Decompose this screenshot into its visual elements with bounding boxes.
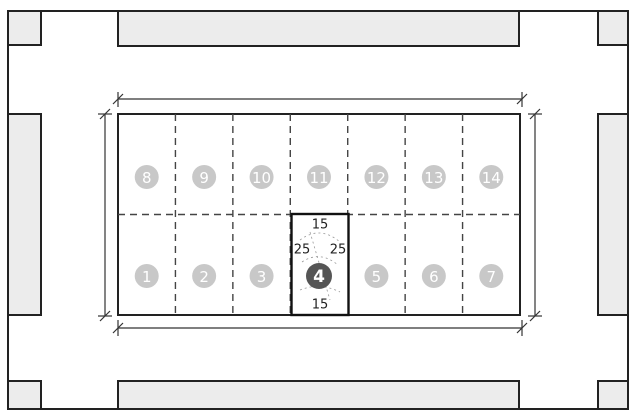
space-circle [364,165,389,189]
space-number: 9 [199,169,209,187]
corner-block-top-left [7,10,42,46]
top-dimension-line [112,92,528,107]
space-circle [479,165,504,189]
space-marker-6[interactable]: 6 [421,264,446,288]
space-circle [249,165,274,189]
corner-block-bottom-right [597,380,629,410]
measure-left: 25 [294,243,311,258]
space-circle [192,165,217,189]
space-number: 14 [482,169,501,187]
left-wall-block [7,113,42,316]
space-circle [306,263,332,289]
measure-top: 15 [312,218,329,233]
space-number: 1 [142,268,152,286]
space-number: 13 [424,169,443,187]
space-number: 2 [199,268,209,286]
measure-bottom: 15 [312,298,329,313]
space-marker-12[interactable]: 12 [364,165,389,189]
space-marker-1[interactable]: 1 [134,264,159,288]
bottom-dimension-line [112,320,528,336]
space-number: 8 [142,169,152,187]
space-marker-13[interactable]: 13 [421,165,446,189]
space-marker-11[interactable]: 11 [307,165,331,189]
space-number: 3 [257,268,267,286]
space-circle [307,165,331,189]
space-marker-9[interactable]: 9 [192,165,217,189]
right-wall-block [597,113,629,316]
corner-block-bottom-left [7,380,42,410]
space-circle [421,264,446,288]
space-number: 11 [309,169,328,187]
space-circle [134,165,159,189]
measure-right: 25 [330,243,347,258]
space-circle [249,264,274,288]
space-marker-5[interactable]: 5 [364,264,389,288]
space-marker-8[interactable]: 8 [134,165,159,189]
left-dimension-line [98,108,112,322]
space-circle [479,264,504,288]
highlighted-space-sketch [299,231,341,301]
space-marker-3[interactable]: 3 [249,264,274,288]
space-number: 10 [252,169,271,187]
corner-block-top-right [597,10,629,46]
space-circle [421,165,446,189]
bottom-wall-block [117,380,520,410]
space-number: 7 [487,268,497,286]
top-wall-block [117,10,520,47]
space-marker-10[interactable]: 10 [249,165,274,189]
right-dimension-line [528,108,542,322]
space-marker-2[interactable]: 2 [192,264,217,288]
space-marker-14[interactable]: 14 [479,165,504,189]
space-marker-7[interactable]: 7 [479,264,504,288]
space-circle [364,264,389,288]
space-circle [134,264,159,288]
space-number: 12 [367,169,386,187]
space-marker-4[interactable]: 4 [306,263,332,289]
space-circle [192,264,217,288]
space-number: 5 [372,268,382,286]
space-number: 6 [429,268,439,286]
space-number: 4 [313,267,325,287]
